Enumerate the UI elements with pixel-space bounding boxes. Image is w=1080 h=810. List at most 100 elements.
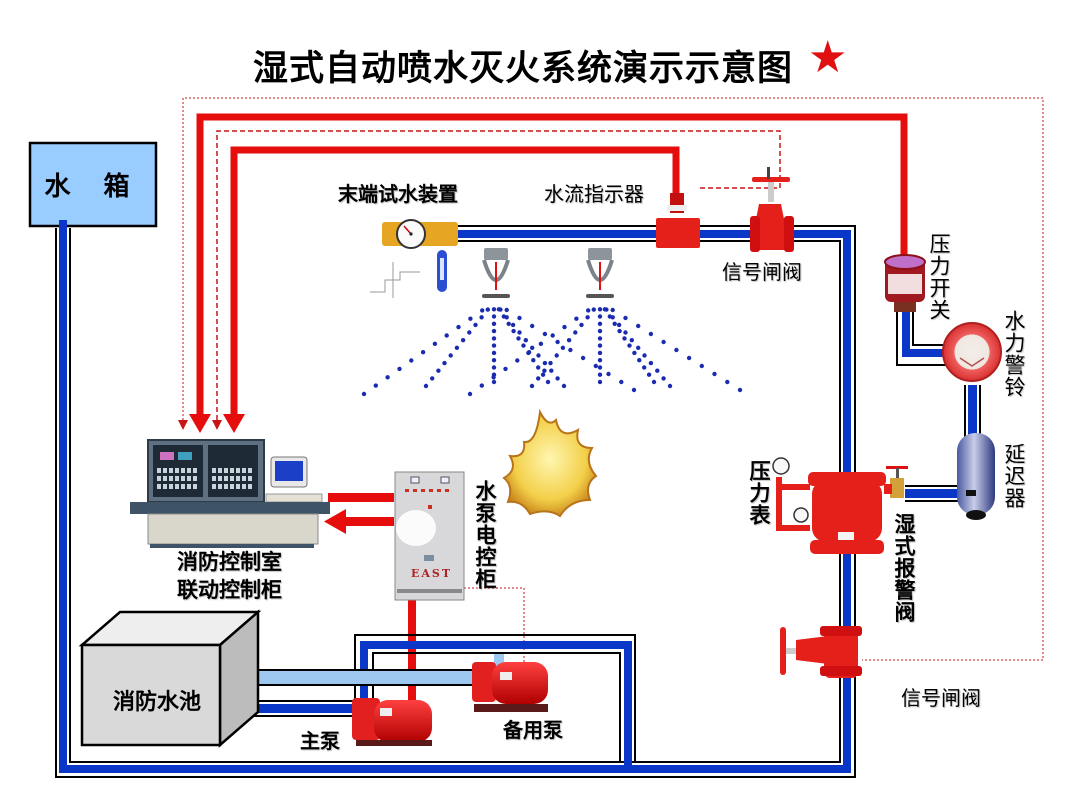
spray-dot bbox=[491, 321, 497, 326]
console-indicator bbox=[187, 484, 191, 489]
console-indicator bbox=[236, 484, 240, 489]
spray-dot bbox=[523, 338, 528, 343]
spray-dot bbox=[536, 353, 541, 358]
signal-gate-valve-bottom bbox=[780, 626, 862, 678]
spray-dot bbox=[473, 322, 478, 328]
spray-dot bbox=[542, 360, 548, 366]
spray-dot bbox=[536, 365, 541, 370]
console-indicator bbox=[224, 484, 228, 489]
arrow-head-inner bbox=[212, 420, 222, 430]
spray-dot bbox=[468, 316, 473, 321]
spray-dot bbox=[555, 339, 560, 345]
console-indicator bbox=[224, 476, 228, 481]
spray-dot bbox=[636, 323, 641, 329]
spray-dot bbox=[491, 314, 497, 319]
console-indicator bbox=[169, 468, 173, 473]
main-pump-label: 主泵 bbox=[300, 729, 340, 753]
spray-dot bbox=[510, 322, 516, 328]
retard-chamber bbox=[957, 433, 995, 520]
spray-dot bbox=[530, 323, 535, 329]
water-flow-indicator-label: 水流指示器 bbox=[544, 182, 644, 206]
spray-dot bbox=[642, 365, 647, 370]
spray-dot bbox=[627, 343, 632, 348]
sprinkler-head-2 bbox=[586, 248, 614, 298]
spray-dot bbox=[549, 368, 554, 373]
spray-dot bbox=[538, 341, 544, 346]
console-indicator bbox=[218, 476, 222, 481]
signal-gate-valve-top-label: 信号闸阀 bbox=[722, 260, 802, 284]
fire-pool bbox=[78, 609, 262, 748]
console-indicator bbox=[187, 468, 191, 473]
signal-gate-valve-top bbox=[750, 167, 794, 252]
water-tank bbox=[28, 141, 158, 228]
spray-dot bbox=[542, 331, 548, 337]
alarm-branch-pipe bbox=[896, 310, 981, 502]
wet-alarm-valve bbox=[772, 457, 908, 554]
spray-dot bbox=[597, 350, 603, 356]
spray-dot bbox=[597, 358, 603, 363]
spray-dot bbox=[631, 387, 637, 393]
spray-dot bbox=[491, 375, 496, 380]
spray-dot bbox=[651, 379, 657, 385]
spray-dot bbox=[597, 314, 603, 319]
spray-dot bbox=[385, 375, 390, 380]
main-pump bbox=[352, 698, 432, 746]
spray-dot bbox=[646, 372, 652, 377]
spray-dot bbox=[655, 368, 660, 373]
signal-line-pressure-switch bbox=[196, 113, 908, 418]
spray-dot bbox=[542, 368, 547, 373]
spray-dot bbox=[661, 339, 666, 345]
pressure-switch bbox=[884, 254, 926, 312]
signal-line-cabinet-to-pump bbox=[408, 598, 416, 716]
water-tank-label: 水 箱 bbox=[44, 172, 142, 202]
spray-dot bbox=[480, 308, 485, 313]
spray-dot bbox=[503, 366, 508, 372]
console-indicator bbox=[248, 468, 252, 473]
retard-chamber-label: 延迟器 bbox=[1002, 443, 1026, 509]
spray-dot bbox=[555, 376, 560, 381]
pump-control-cabinet bbox=[394, 471, 465, 601]
spray-dot bbox=[597, 365, 603, 370]
signal-gate-valve-bottom-label: 信号闸阀 bbox=[901, 686, 981, 710]
console-indicator bbox=[212, 484, 216, 489]
console-indicator bbox=[230, 484, 234, 489]
spray-dot bbox=[586, 308, 591, 313]
spray-dot bbox=[491, 307, 497, 312]
spray-dot bbox=[619, 379, 624, 385]
fire-icon bbox=[502, 408, 598, 518]
spray-dot bbox=[548, 360, 553, 366]
spray-dot bbox=[562, 324, 567, 330]
fire-control-console bbox=[130, 439, 330, 548]
spray-dot bbox=[536, 376, 541, 381]
spray-dot bbox=[566, 338, 572, 343]
console-indicator bbox=[248, 476, 252, 481]
spray-dot bbox=[574, 316, 579, 321]
spray-dot bbox=[467, 330, 472, 335]
console-indicator bbox=[157, 476, 161, 481]
console-indicator bbox=[193, 476, 197, 481]
console-indicator bbox=[193, 468, 197, 473]
page-title: 湿式自动喷水灭火系统演示示意图 bbox=[253, 49, 794, 89]
spray-dot bbox=[623, 315, 628, 321]
spray-dot bbox=[479, 315, 484, 320]
star-icon: ★ bbox=[808, 32, 848, 83]
spray-dot bbox=[610, 315, 615, 320]
spray-dot bbox=[432, 341, 438, 346]
spray-dot bbox=[373, 383, 378, 388]
spray-dot bbox=[597, 336, 603, 341]
spray-dot bbox=[491, 365, 497, 370]
pump-control-cabinet-label: 水泵电控柜 bbox=[473, 480, 497, 590]
spray-dot bbox=[591, 307, 596, 312]
fire-pool-label: 消防水池 bbox=[112, 690, 201, 715]
spray-dot bbox=[606, 371, 611, 377]
spray-dot bbox=[454, 345, 460, 350]
spray-dot bbox=[579, 322, 584, 328]
spray-dot bbox=[517, 315, 522, 321]
spray-dot bbox=[526, 350, 532, 355]
signal-wire-outer bbox=[182, 97, 1044, 661]
spray-dot bbox=[531, 358, 536, 363]
spray-dot bbox=[597, 379, 603, 385]
arrow-head-flow-indicator bbox=[223, 414, 245, 433]
spray-dot bbox=[597, 372, 603, 377]
spray-dot bbox=[491, 358, 497, 363]
